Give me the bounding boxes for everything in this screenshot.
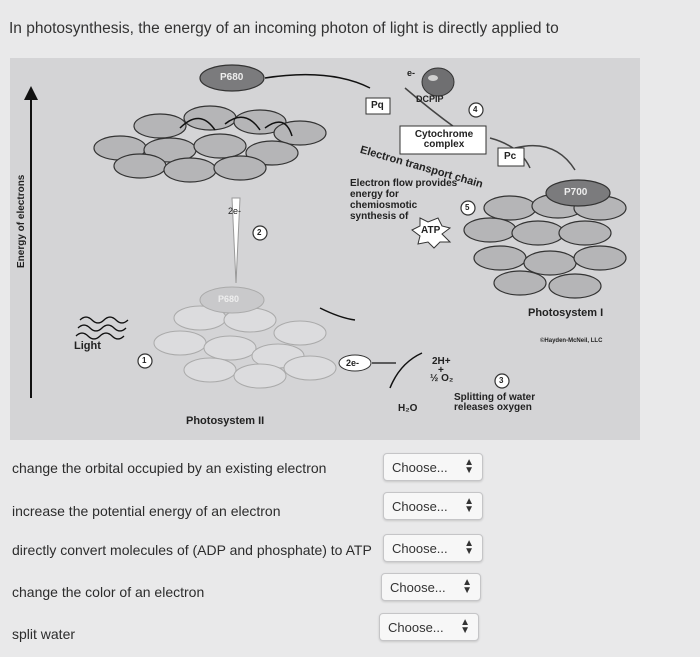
row-3-select[interactable]: Choose... ▲▼ bbox=[383, 534, 483, 562]
row-3-select-value: Choose... bbox=[392, 540, 448, 556]
row-4-label: change the color of an electron bbox=[12, 584, 205, 600]
row-4-select[interactable]: Choose... ▲▼ bbox=[381, 573, 481, 601]
photosystem-2-label: Photosystem II bbox=[186, 415, 265, 427]
select-arrows-icon: ▲▼ bbox=[464, 457, 474, 476]
select-arrows-icon: ▲▼ bbox=[462, 577, 472, 596]
photosystem-1-label: Photosystem I bbox=[528, 307, 604, 319]
step-1-number: 1 bbox=[142, 356, 147, 365]
flow-text: Electron flow provides energy for chemio… bbox=[350, 178, 458, 222]
row-2-label: increase the potential energy of an elec… bbox=[12, 503, 281, 519]
h-plus-label: 2H+ bbox=[432, 356, 451, 367]
select-arrows-icon: ▲▼ bbox=[460, 617, 470, 636]
copyright-label: ©Hayden-McNeil, LLC bbox=[540, 338, 603, 344]
answer-row-4: change the color of an electron Choose..… bbox=[0, 572, 700, 608]
plus-label: + bbox=[438, 365, 444, 376]
row-4-select-value: Choose... bbox=[390, 579, 446, 595]
y-axis-label: Energy of electrons bbox=[16, 174, 27, 268]
p700-label: P700 bbox=[564, 187, 588, 198]
row-5-select[interactable]: Choose... ▲▼ bbox=[379, 613, 479, 641]
row-1-select-value: Choose... bbox=[392, 459, 448, 475]
answer-row-5: split water Choose... ▲▼ bbox=[0, 612, 700, 648]
light-label: Light bbox=[74, 340, 101, 352]
pq-label: Pq bbox=[371, 100, 384, 111]
photosynthesis-diagram: Energy of electrons P680 P680 P700 DCPIP… bbox=[10, 58, 640, 440]
row-5-select-value: Choose... bbox=[388, 619, 444, 635]
step-4-number: 4 bbox=[473, 105, 478, 114]
row-1-label: change the orbital occupied by an existi… bbox=[12, 460, 327, 476]
h2o-label: H₂O bbox=[398, 403, 418, 414]
step-3-number: 3 bbox=[499, 376, 504, 385]
select-arrows-icon: ▲▼ bbox=[464, 538, 474, 557]
two-e-top-label: 2e- bbox=[228, 206, 242, 216]
row-2-select-value: Choose... bbox=[392, 498, 448, 514]
splitting-label: Splitting of water releases oxygen bbox=[454, 392, 536, 413]
pc-label: Pc bbox=[504, 151, 517, 162]
p680-bottom-label: P680 bbox=[218, 294, 240, 304]
row-3-label: directly convert molecules of (ADP and p… bbox=[12, 542, 372, 558]
p680-top-label: P680 bbox=[220, 72, 244, 83]
answer-row-1: change the orbital occupied by an existi… bbox=[0, 450, 700, 486]
dcpip-label: DCPIP bbox=[416, 94, 444, 104]
row-1-select[interactable]: Choose... ▲▼ bbox=[383, 453, 483, 481]
row-5-label: split water bbox=[12, 626, 76, 642]
cytochrome-label: Cytochrome complex bbox=[414, 129, 474, 150]
step-2-number: 2 bbox=[257, 228, 262, 237]
answer-row-3: directly convert molecules of (ADP and p… bbox=[0, 532, 700, 568]
row-2-select[interactable]: Choose... ▲▼ bbox=[383, 492, 483, 520]
question-text: In photosynthesis, the energy of an inco… bbox=[9, 20, 559, 37]
two-e-bottom-label: 2e- bbox=[346, 358, 360, 368]
select-arrows-icon: ▲▼ bbox=[464, 496, 474, 515]
atp-label: ATP bbox=[421, 225, 441, 236]
o2-label: ½ O₂ bbox=[430, 373, 454, 384]
step-5-number: 5 bbox=[465, 203, 470, 212]
e-minus-label: e- bbox=[407, 68, 416, 78]
answer-row-2: increase the potential energy of an elec… bbox=[0, 491, 700, 527]
diagram-graphics bbox=[24, 64, 627, 398]
